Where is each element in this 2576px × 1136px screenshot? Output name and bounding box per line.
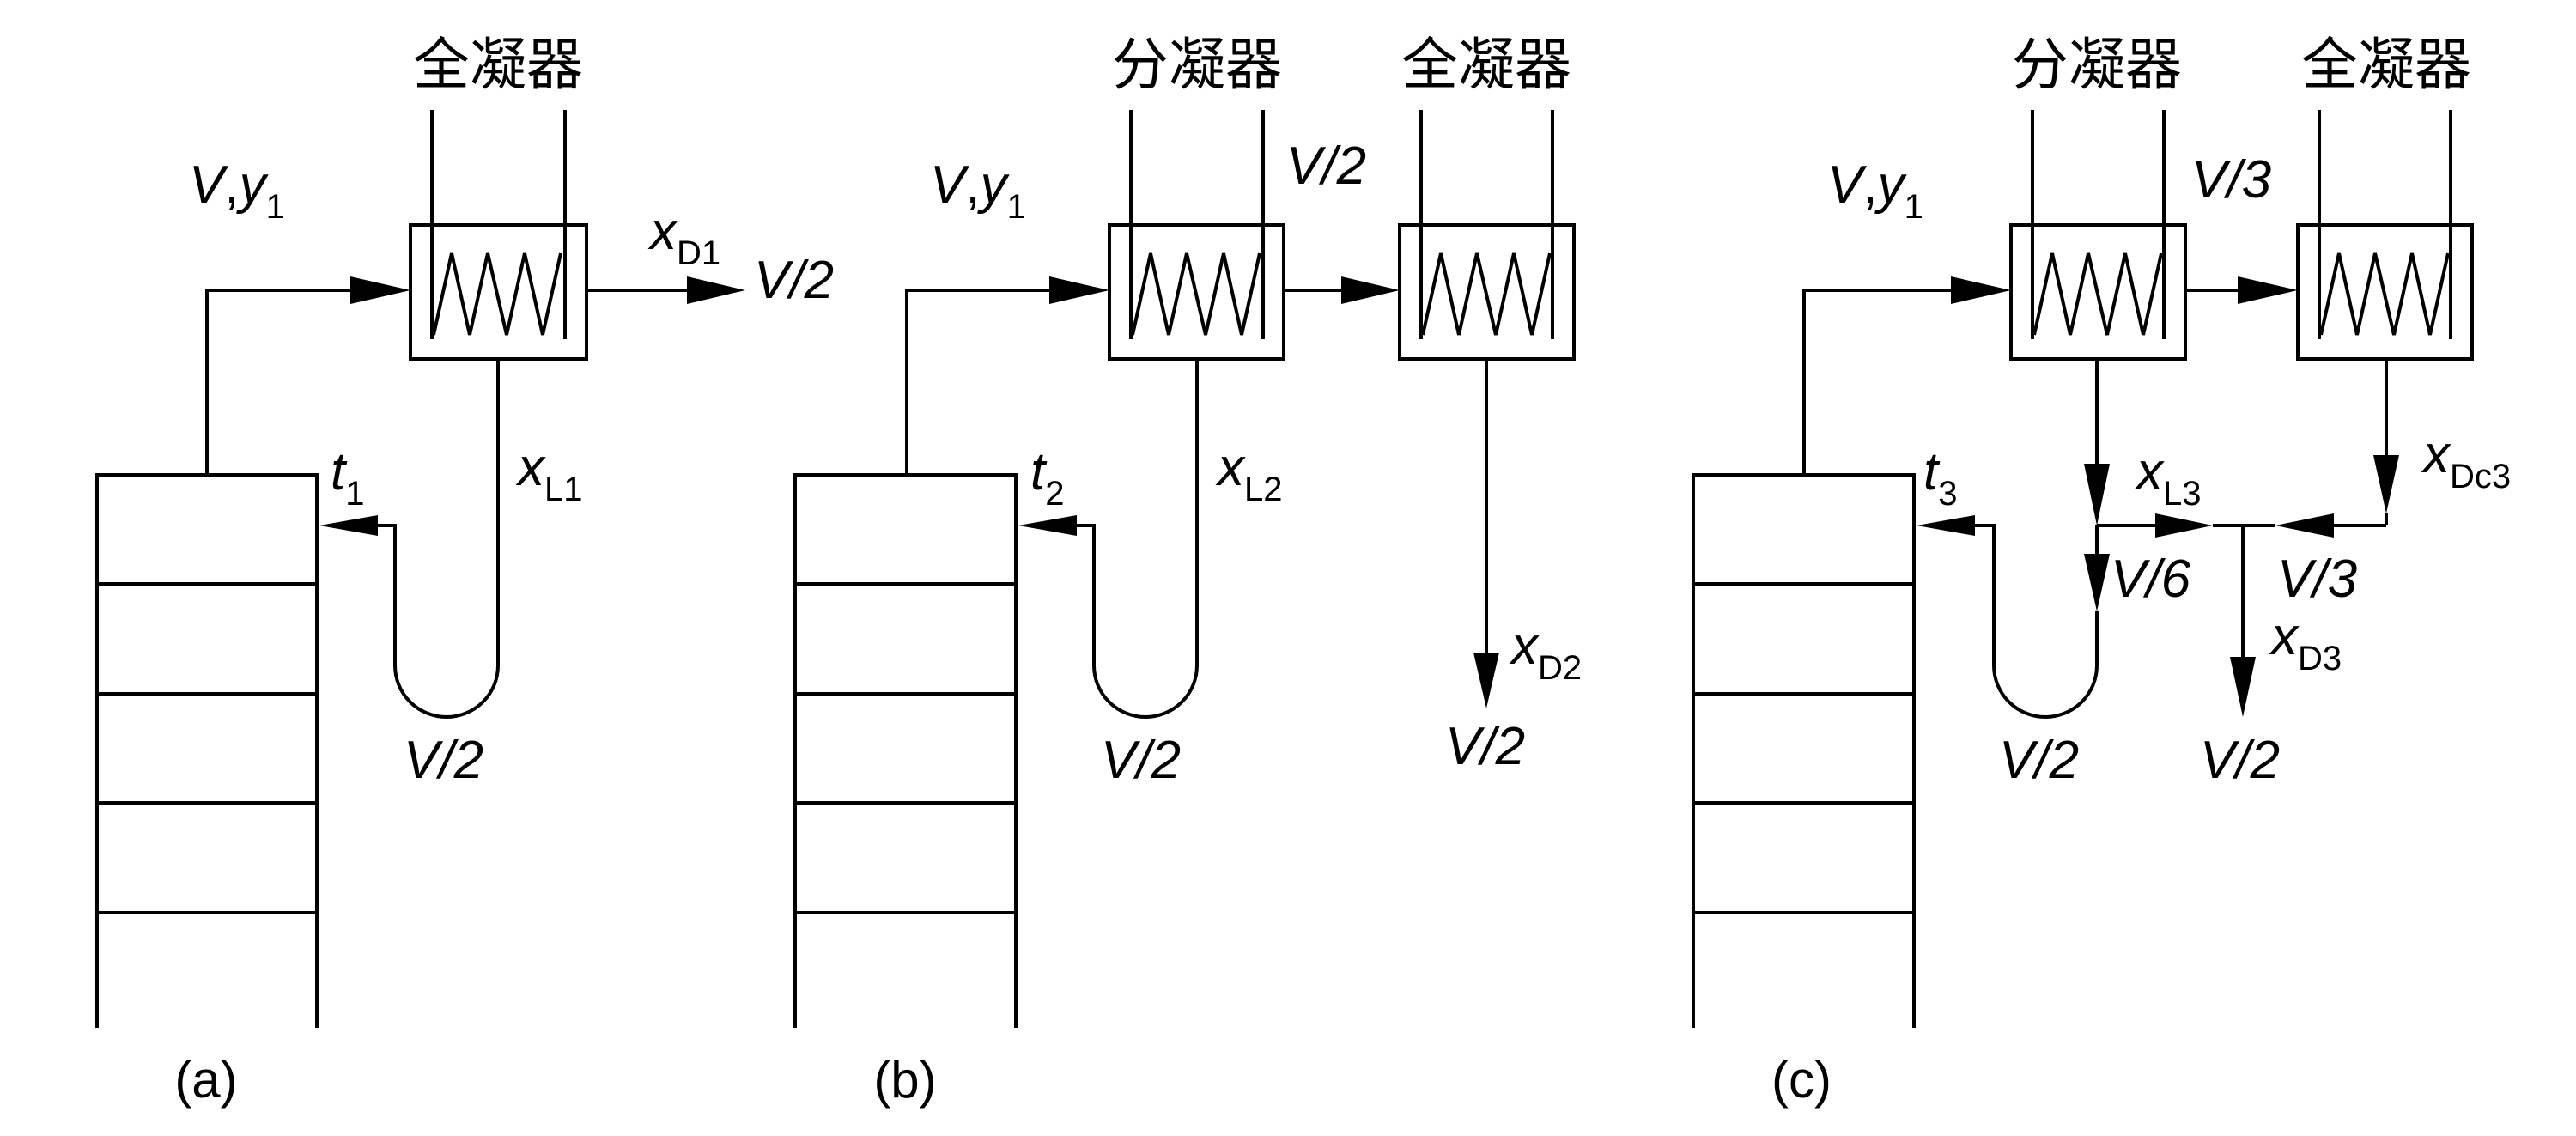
reflux-line-a	[378, 359, 500, 719]
vapor-label: V,y1	[189, 155, 285, 226]
arrow-icon	[1049, 276, 1109, 304]
coil-icon	[1421, 252, 1552, 336]
partial-condenser-c	[2009, 110, 2187, 361]
partial-condenser-label: 分凝器	[2012, 32, 2182, 98]
panel-a: 全凝器 V,y1 xD1 V/2 xL1 t1 V/2 (a)	[95, 32, 834, 1109]
reflux-flow-label: V/2	[404, 731, 483, 790]
distillate-flow-label: V/2	[1445, 717, 1525, 776]
xD3-label: xD3	[2269, 607, 2342, 677]
total-condenser-b	[1398, 110, 1576, 361]
xL3-label: xL3	[2134, 442, 2202, 513]
condenser-label: 全凝器	[413, 32, 583, 98]
vapor-line-c	[1802, 289, 1979, 475]
arrow-icon	[1951, 276, 2011, 304]
total-condenser-c	[2296, 110, 2474, 361]
arrow-icon	[319, 515, 378, 536]
partial-condenser-b	[1108, 110, 1285, 361]
t2-label: t2	[1030, 442, 1064, 513]
split-flow-label: V/6	[2111, 550, 2191, 609]
reflux-flow-label: V/2	[1999, 731, 2079, 790]
column-b	[793, 473, 1018, 1028]
arrow-icon	[1341, 276, 1400, 304]
caption-c: (c)	[1771, 1051, 1832, 1109]
column-a	[95, 473, 319, 1028]
reflux-flow-label: V/2	[1101, 731, 1181, 790]
arrow-icon	[2155, 513, 2213, 538]
total-condenser-label: 全凝器	[2301, 32, 2471, 98]
arrow-icon	[2084, 554, 2110, 611]
reflux-line-b	[1077, 359, 1199, 719]
coil-icon	[1131, 252, 1261, 336]
coil-icon	[2032, 252, 2163, 336]
xDc3-label: xDc3	[2421, 425, 2511, 495]
arrow-icon	[2230, 657, 2256, 717]
vapor-label: V,y1	[1827, 155, 1923, 226]
xL1-label: xL1	[515, 438, 583, 508]
reflux-line-c	[1975, 524, 2099, 719]
partial-condenser-label: 分凝器	[1112, 32, 1282, 98]
caption-b: (b)	[873, 1051, 936, 1109]
vapor-line-a	[205, 289, 378, 475]
xD1-label: xD1	[647, 202, 720, 272]
xL2-label: xL2	[1215, 438, 1283, 508]
arrow-icon	[1917, 515, 1975, 536]
coil-icon	[432, 252, 562, 336]
column-c	[1692, 473, 1916, 1028]
vapor-to-total-label: V/3	[2191, 150, 2271, 210]
panel-b: 分凝器 全凝器 V,y1 V/2 xL2 t2 V/2 xD2 V/2 (b)	[793, 32, 1582, 1109]
total-condenser-label: 全凝器	[1401, 32, 1571, 98]
vapor-to-total-label: V/2	[1286, 137, 1366, 196]
arrow-icon	[687, 276, 745, 304]
arrow-icon	[2238, 276, 2298, 304]
coil-icon	[2319, 252, 2450, 336]
total-liquid-flow-label: V/3	[2277, 550, 2357, 609]
arrow-icon	[2275, 513, 2334, 538]
arrow-icon	[2084, 464, 2110, 525]
xD2-label: xD2	[1509, 617, 1582, 687]
panel-c: 分凝器 全凝器 V,y1 V/3 xL3 xDc3 V/6 V/3 xD3 t3…	[1692, 32, 2511, 1109]
vapor-label: V,y1	[930, 155, 1026, 226]
caption-a: (a)	[174, 1051, 237, 1109]
distillate-flow-label: V/2	[2200, 731, 2280, 790]
t1-label: t1	[331, 442, 364, 513]
t3-label: t3	[1923, 442, 1957, 513]
arrow-icon	[1018, 515, 1077, 536]
total-condenser-a	[409, 110, 588, 361]
vapor-line-b	[905, 289, 1078, 475]
arrow-icon	[350, 276, 410, 304]
distillate-flow-label: V/2	[754, 251, 834, 310]
arrow-icon	[1473, 653, 1499, 708]
arrow-icon	[2373, 455, 2399, 513]
